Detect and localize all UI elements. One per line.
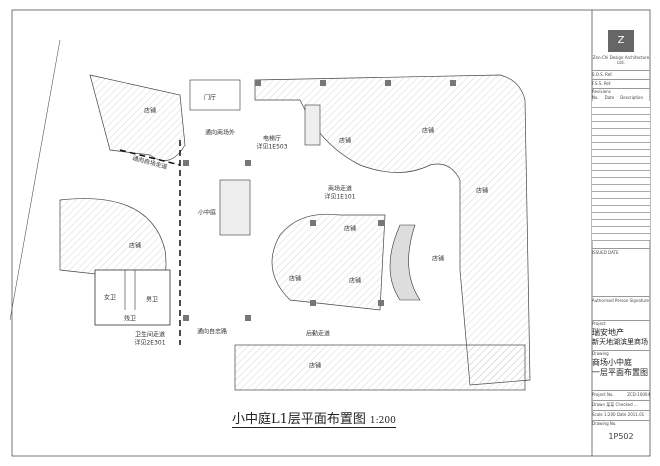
project-line1: 瑞安地产: [592, 328, 624, 337]
mall-corridor-label: 商场走道: [327, 185, 353, 193]
elevator-hall-label: 电梯厅: [262, 135, 282, 143]
shop-label: 店铺: [288, 275, 302, 283]
issued-date-label: ISSUED DATE: [592, 250, 619, 255]
rev-col-no: No.: [592, 95, 599, 100]
shop-zone-center: [271, 213, 386, 311]
shop-label: 店铺: [308, 362, 322, 370]
wc-corridor-ref-label: 详见2E301: [134, 339, 166, 347]
drawing-title-text: 小中庭L1层平面布置图: [232, 412, 366, 427]
stair: [389, 224, 421, 301]
drawing-no: 1P502: [608, 432, 634, 441]
scale-date: Scale 1:200 Date 2011.01: [592, 412, 645, 417]
shop-label: 店铺: [421, 127, 435, 135]
lobby-room: [189, 79, 241, 111]
drawing-line2: 一层平面布置图: [592, 368, 648, 377]
shop-label: 店铺: [431, 255, 445, 263]
accessible-wc-label: 残卫: [123, 315, 137, 323]
shop-label: 店铺: [338, 137, 352, 145]
shop-label: 店铺: [143, 107, 157, 115]
lobby-label: 门厅: [203, 94, 217, 102]
rev-col-date: Date: [604, 95, 615, 100]
service-corridor-label: 后勤走道: [305, 330, 331, 338]
fss-ref: F.S.S. Ref.: [592, 81, 612, 86]
to-road-label: 通向自忠路: [196, 328, 228, 336]
drawing-line1: 商场小中庭: [592, 358, 632, 367]
to-outside-label: 通向商场外: [204, 129, 236, 137]
project-no-label: Project No.: [592, 392, 614, 397]
drawing-no-label: Drawing No.: [592, 421, 617, 426]
shop-label: 店铺: [343, 225, 357, 233]
restrooms: [94, 269, 171, 326]
escalators: [219, 179, 251, 236]
drawing-label: Drawing: [592, 351, 609, 356]
elevators: [304, 104, 321, 146]
elevator-ref-label: 详见1E503: [256, 143, 288, 151]
revisions-label: Revisions: [592, 89, 611, 94]
project-line2: 新天地湖滨里商场: [592, 338, 648, 346]
project-no: ZCD-10004: [627, 392, 650, 397]
shop-zone-nw: [89, 74, 186, 161]
shop-zone-south: [234, 344, 526, 391]
wc-corridor-label: 卫生间走道: [134, 331, 166, 339]
sheet-border: [11, 9, 651, 457]
shop-zone-west: [59, 198, 167, 283]
shop-label: 店铺: [475, 187, 489, 195]
signature-label: Authorised Person Signature: [592, 298, 649, 303]
revision-table: [592, 101, 650, 241]
project-label: Project: [592, 321, 606, 326]
male-wc-label: 男卫: [145, 296, 159, 304]
revision-header: No. Date Description: [592, 95, 650, 100]
company-name: Zen-Chi Design Architecture Ltd.: [592, 55, 650, 65]
atrium-label: 小中庭: [197, 209, 217, 217]
shop-label: 店铺: [348, 277, 362, 285]
shop-label: 店铺: [128, 242, 142, 250]
mall-corridor-ref-label: 详见1E101: [324, 193, 356, 201]
shop-zone-north: [254, 74, 531, 386]
rev-col-description: Description: [620, 95, 643, 100]
female-wc-label: 女卫: [103, 294, 117, 302]
sos-ref: S.O.S. Ref.: [592, 72, 613, 77]
drawing-scale: 1:200: [369, 416, 396, 426]
company-logo: Z: [608, 30, 634, 52]
drawn-checked: Drawn 某某 Checked ...: [592, 402, 638, 407]
project-no-row: Project No. ZCD-10004: [592, 392, 650, 397]
